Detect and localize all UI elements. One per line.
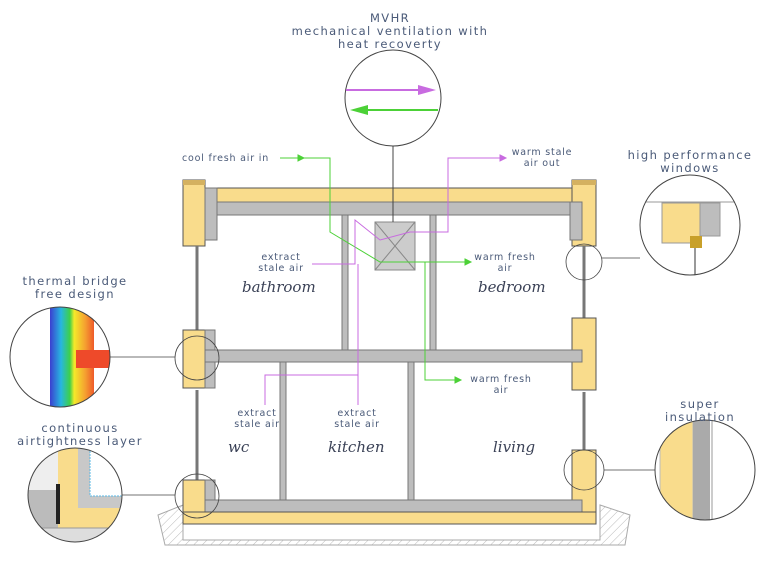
extract-upper-label-2: stale air <box>258 263 304 274</box>
room-bedroom: bedroom <box>478 278 546 296</box>
mvhr-subtitle-2: heat recoverty <box>337 37 442 51</box>
windows-label-2: windows <box>660 161 720 175</box>
insulation-label-1: super <box>680 397 720 411</box>
stale-air-arrow-icon <box>418 85 436 95</box>
interior-walls <box>279 214 437 501</box>
mvhr-detail-circle <box>344 49 442 147</box>
room-bathroom: bathroom <box>242 278 316 296</box>
extract-kitchen-label-1: extract <box>337 408 377 419</box>
insulation-detail-circle <box>654 419 756 521</box>
airtightness-detail-circle <box>27 447 123 543</box>
fresh-air-arrow-icon <box>350 105 368 115</box>
warm-fresh-lower-label-1: warm fresh <box>470 374 532 385</box>
extract-upper-label-1: extract <box>261 252 301 263</box>
airtightness-label-2: airtightness layer <box>17 434 143 448</box>
mvhr-unit <box>374 221 416 271</box>
cool-fresh-air-in-label: cool fresh air in <box>182 153 270 164</box>
mvhr-subtitle-1: mechanical ventilation with <box>291 24 489 38</box>
airtightness-label-1: continuous <box>41 421 119 435</box>
thermal-bridge-label-1: thermal bridge <box>22 274 128 288</box>
room-kitchen: kitchen <box>328 438 385 456</box>
extract-wc-label-1: extract <box>237 408 277 419</box>
mvhr-title: MVHR <box>369 11 411 25</box>
windows-label-1: high performance <box>627 148 753 162</box>
room-wc: wc <box>228 438 250 456</box>
fresh-air-lines <box>280 154 473 384</box>
thermal-bridge-detail-circle <box>9 306 111 408</box>
detail-markers <box>110 243 655 519</box>
warm-fresh-lower-label-2: air <box>493 385 509 396</box>
warm-fresh-upper-label-2: air <box>497 263 513 274</box>
stale-air-lines <box>264 154 508 405</box>
warm-stale-air-out-label-1: warm stale <box>511 147 573 158</box>
warm-stale-air-out-label-2: air out <box>523 158 561 169</box>
extract-wc-label-2: stale air <box>234 419 280 430</box>
insulation-label-2: insulation <box>664 410 736 424</box>
extract-kitchen-label-2: stale air <box>334 419 380 430</box>
warm-fresh-upper-label-1: warm fresh <box>474 252 536 263</box>
windows-detail-circle <box>639 174 741 276</box>
floor-slabs <box>182 349 597 525</box>
room-living: living <box>493 438 536 456</box>
thermal-bridge-label-2: free design <box>35 287 115 301</box>
